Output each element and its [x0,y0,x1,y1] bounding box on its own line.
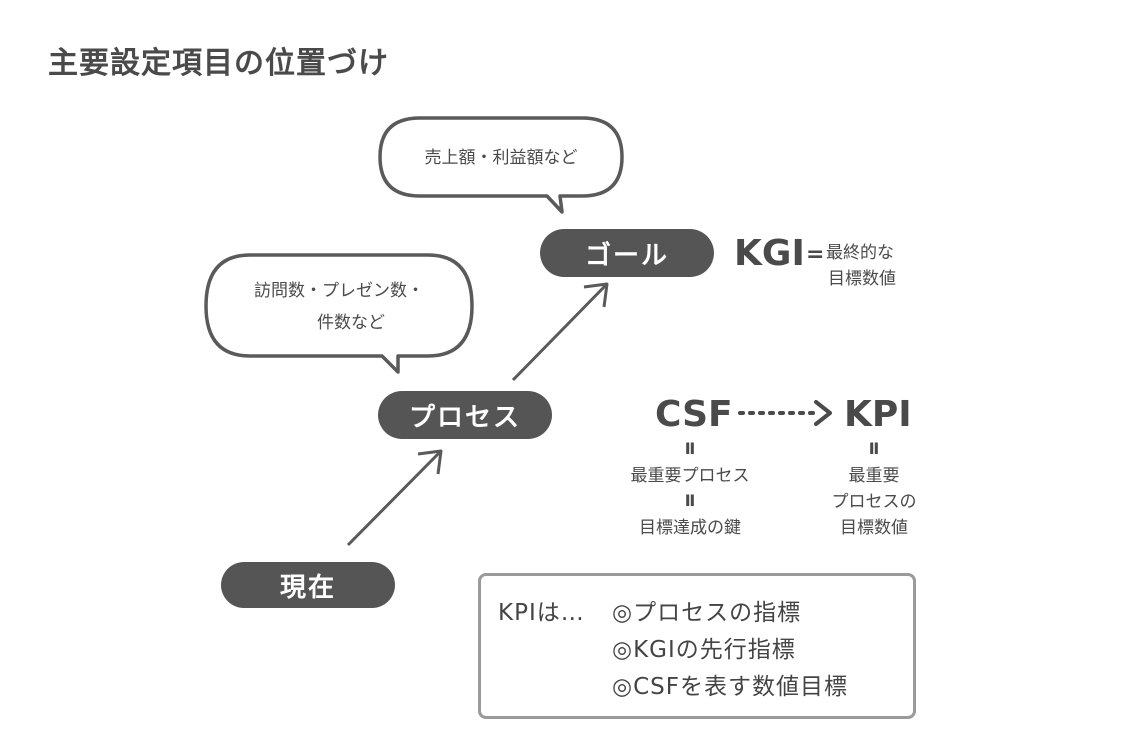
goal-bubble-text: 売上額・利益額など [424,148,578,168]
arrow-process-to-goal [511,283,608,382]
arrowhead-goal [583,282,609,308]
csf-equals-1: Ⅱ [684,439,696,458]
kpi-note-lead: KPIは… [498,600,585,626]
goal-speech-bubble [378,116,624,214]
arrowhead-process [417,449,443,475]
kgi-equals: = [806,242,825,267]
kpi-equals: Ⅱ [868,439,880,458]
process-speech-bubble [204,253,474,374]
kpi-line2: プロセスの [831,492,917,512]
csf-line1: 最重要プロセス [630,466,750,486]
process-node: プロセス [378,391,552,439]
kpi-line3: 目標数値 [840,518,908,538]
kgi-desc-line1: 最終的な [826,243,894,263]
csf-equals-2: Ⅱ [684,491,696,510]
arrowhead-kpi [814,400,832,426]
csf-line2: 目標達成の鍵 [639,518,741,538]
page-title: 主要設定項目の位置づけ [48,46,389,81]
arrow-current-to-process [346,450,442,547]
process-node-label: プロセス [408,402,521,433]
kpi-label: KPI [844,394,912,435]
csf-label: CSF [655,394,733,435]
kpi-note-item: ◎プロセスの指標 [612,600,802,626]
kpi-line1: 最重要 [848,466,900,486]
kpi-note-item: ◎KGIの先行指標 [612,637,796,663]
process-bubble-text-line1: 訪問数・プレゼン数・ [254,281,424,301]
kgi-desc-line2: 目標数値 [828,269,896,289]
goal-node: ゴール [540,229,714,277]
current-node-label: 現在 [279,572,336,603]
goal-node-label: ゴール [584,240,669,271]
kpi-note-item: ◎CSFを表す数値目標 [612,674,848,700]
kpi-note-box [478,573,916,719]
current-node: 現在 [221,562,395,608]
process-bubble-text-line2: 件数など [317,313,385,333]
kgi-label: KGI [734,233,805,274]
